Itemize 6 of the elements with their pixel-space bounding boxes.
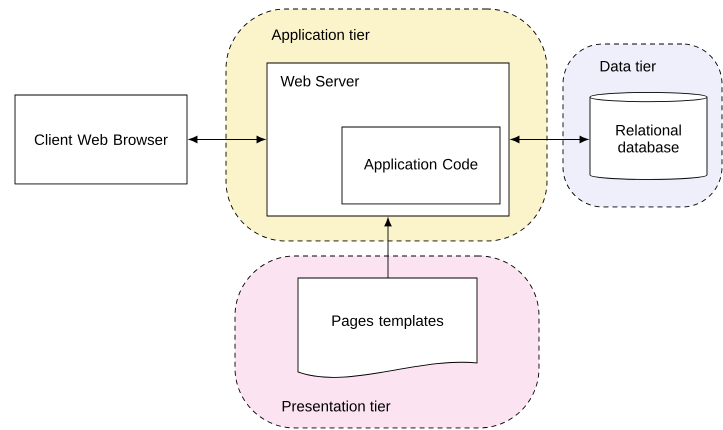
arrow bbox=[188, 136, 266, 144]
database-cylinder: Relational database bbox=[590, 92, 708, 180]
arrow bbox=[510, 136, 588, 144]
process-box: Application Code bbox=[342, 126, 500, 204]
arrow bbox=[384, 218, 392, 278]
process-box: Client Web Browser bbox=[14, 94, 188, 184]
